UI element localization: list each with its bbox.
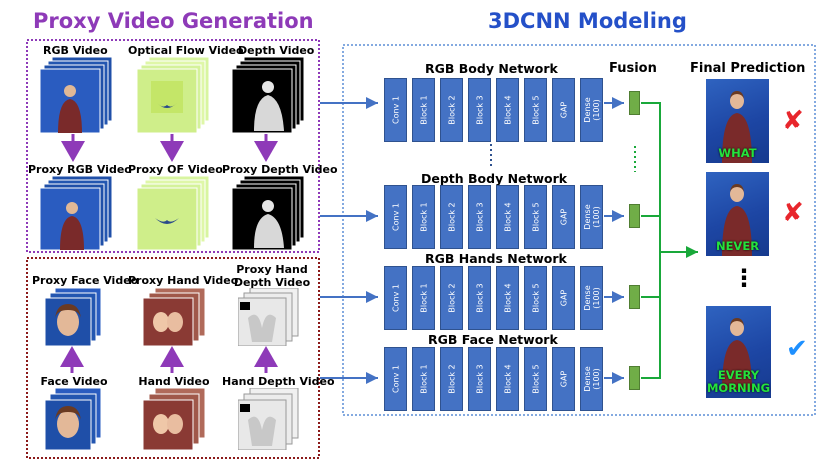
proxy-rgb-video-label: Proxy RGB Video: [28, 163, 132, 176]
fusion-node-depth-body: [629, 204, 640, 228]
block: Dense (100): [580, 185, 603, 249]
proxy-hand-video-label: Proxy Hand Video: [128, 274, 239, 287]
block: Dense (100): [580, 266, 603, 330]
block: Block 5: [524, 185, 547, 249]
prediction-frame-1: WHAT: [706, 79, 769, 163]
proxy-part-frame: [26, 257, 320, 459]
face-video-stack: [45, 388, 102, 450]
block: Conv 1: [384, 266, 407, 330]
modeling-frame: [342, 44, 816, 416]
block: Conv 1: [384, 185, 407, 249]
proxy-hand-video-stack: [143, 288, 206, 346]
fusion-node-rgb-body: [629, 91, 640, 115]
block: Block 5: [524, 266, 547, 330]
correct-mark-icon: ✔: [786, 334, 808, 364]
fusion-node-rgb-hands: [629, 285, 640, 309]
optical-flow-video-stack: [137, 57, 210, 133]
signer-figure: [722, 91, 752, 163]
ellipsis: ⋮: [732, 264, 756, 292]
incorrect-mark-icon: ✘: [782, 106, 804, 136]
block: Block 5: [524, 78, 547, 142]
block: GAP: [552, 347, 575, 411]
block: GAP: [552, 78, 575, 142]
rgb-video-label: RGB Video: [43, 44, 108, 57]
block: Conv 1: [384, 78, 407, 142]
block: Block 1: [412, 266, 435, 330]
fusion-label: Fusion: [609, 61, 657, 76]
network-row-rgb-face: Conv 1 Block 1 Block 2 Block 3 Block 4 B…: [384, 347, 604, 411]
final-prediction-label: Final Prediction: [690, 61, 806, 76]
block: Block 2: [440, 185, 463, 249]
network-row-rgb-hands: Conv 1 Block 1 Block 2 Block 3 Block 4 B…: [384, 266, 604, 330]
proxy-of-video-label: Proxy OF Video: [128, 163, 223, 176]
incorrect-mark-icon: ✘: [782, 198, 804, 228]
block: Block 3: [468, 266, 491, 330]
block: Block 4: [496, 78, 519, 142]
block: Block 1: [412, 78, 435, 142]
block: GAP: [552, 185, 575, 249]
proxy-of-video-stack: [137, 176, 210, 250]
network-label-rgb-face: RGB Face Network: [428, 332, 558, 347]
network-row-depth-body: Conv 1 Block 1 Block 2 Block 3 Block 4 B…: [384, 185, 604, 249]
block: GAP: [552, 266, 575, 330]
prediction-frame-2: NEVER: [706, 172, 769, 256]
rgb-video-stack: [40, 57, 113, 133]
block: Dense (100): [580, 347, 603, 411]
optical-flow-video-label: Optical Flow Video: [128, 44, 244, 57]
proxy-hand-depth-video-label: Proxy Hand Depth Video: [233, 263, 311, 289]
proxy-depth-video-label: Proxy Depth Video: [222, 163, 338, 176]
hand-video-label: Hand Video: [138, 375, 210, 388]
proxy-face-video-stack: [45, 288, 102, 346]
block: Block 1: [412, 347, 435, 411]
hand-depth-video-stack: [238, 388, 299, 450]
block: Block 1: [412, 185, 435, 249]
block: Conv 1: [384, 347, 407, 411]
proxy-generation-title: Proxy Video Generation: [33, 9, 314, 33]
network-row-rgb-body: Conv 1 Block 1 Block 2 Block 3 Block 4 B…: [384, 78, 604, 142]
prediction-caption: NEVER: [715, 239, 760, 253]
block: Block 4: [496, 266, 519, 330]
proxy-depth-video-stack: [232, 176, 305, 250]
prediction-frame-3: EVERY MORNING: [706, 306, 771, 398]
face-video-label: Face Video: [40, 375, 108, 388]
block: Block 5: [524, 347, 547, 411]
proxy-body-frame: [26, 39, 320, 253]
proxy-rgb-video-stack: [40, 176, 113, 250]
block: Block 3: [468, 185, 491, 249]
hand-video-stack: [143, 388, 206, 450]
network-label-rgb-body: RGB Body Network: [425, 61, 558, 76]
network-label-rgb-hands: RGB Hands Network: [425, 251, 567, 266]
block: Block 4: [496, 185, 519, 249]
proxy-hand-depth-video-stack: [238, 288, 299, 346]
block: Block 2: [440, 266, 463, 330]
prediction-caption: EVERY MORNING: [706, 368, 771, 395]
signer-figure: [722, 184, 752, 256]
depth-video-stack: [232, 57, 305, 133]
block: Block 2: [440, 347, 463, 411]
fusion-node-rgb-face: [629, 366, 640, 390]
depth-video-label: Depth Video: [238, 44, 315, 57]
block: Dense (100): [580, 78, 603, 142]
proxy-face-video-label: Proxy Face Video: [32, 274, 139, 287]
modeling-title: 3DCNN Modeling: [488, 9, 687, 33]
block: Block 2: [440, 78, 463, 142]
signer-figure: [722, 318, 752, 390]
hand-depth-video-label: Hand Depth Video: [222, 375, 335, 388]
prediction-caption: WHAT: [718, 146, 757, 160]
block: Block 3: [468, 78, 491, 142]
block: Block 4: [496, 347, 519, 411]
block: Block 3: [468, 347, 491, 411]
network-label-depth-body: Depth Body Network: [421, 171, 568, 186]
